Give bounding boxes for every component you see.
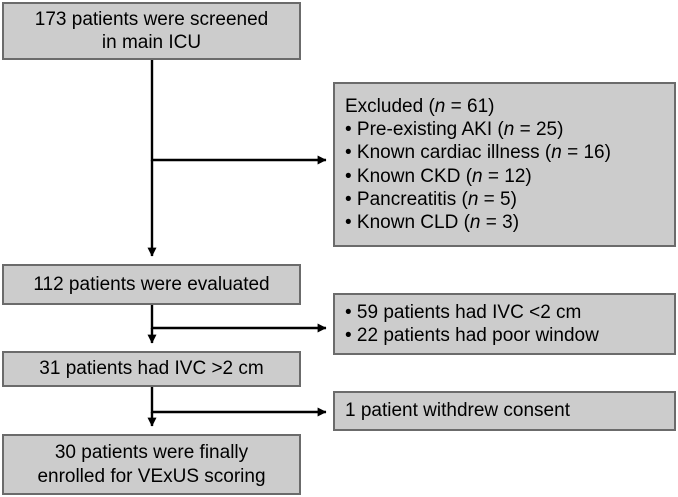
connector-screened-to-excluded [150,60,327,165]
node-excluded-secondary-line-2: • 22 patients had poor window [345,325,599,346]
node-excluded-item-3: • Known CKD (n = 12) [345,165,532,188]
node-evaluated: 112 patients were evaluated [2,264,301,305]
connector-evaluated-to-excluded2 [150,305,327,333]
node-excluded-item-4-pre: • Pancreatitis ( [345,188,468,210]
node-excluded-item-2-pre: • Known cardiac illness ( [345,142,552,164]
node-excluded-item-4-n: n [467,188,479,210]
node-excluded-item-4-post: = 5) [478,188,517,210]
node-excluded-secondary: • 59 patients had IVC <2 cm • 22 patient… [333,293,676,355]
node-excluded-item-2-n: n [551,142,562,164]
node-excluded-item-5-pre: • Known CLD ( [345,211,470,233]
node-excluded-item-5-n: n [469,211,481,233]
node-enrolled-line-2: enrolled for VExUS scoring [37,465,266,487]
connector-ivc-to-withdrew [150,387,327,417]
node-excluded-item-5: • Known CLD (n = 3) [345,211,519,234]
node-screened: 173 patients were screened in main ICU [2,2,301,60]
node-excluded-item-3-n: n [472,165,483,187]
node-withdrew-consent: 1 patient withdrew consent [333,391,676,431]
node-excluded-item-1: • Pre-existing AKI (n = 25) [345,118,563,141]
node-excluded-item-5-post: = 3) [480,211,520,233]
node-excluded-item-2-post: = 16) [561,142,611,164]
node-excluded-item-2: • Known cardiac illness (n = 16) [345,141,611,164]
node-evaluated-line-1: 112 patients were evaluated [33,273,270,295]
node-excluded-heading: Excluded (n = 61) [345,95,494,118]
node-excluded-item-4: • Pancreatitis (n = 5) [345,188,517,211]
node-screened-line-2: in main ICU [101,32,202,53]
node-excluded-item-3-pre: • Known CKD ( [345,165,473,187]
node-withdrew-consent-line-1: 1 patient withdrew consent [345,400,570,422]
node-excluded-heading-pre: Excluded ( [345,95,435,117]
node-ivc-dilated-line-1: 31 patients had IVC >2 cm [39,358,264,380]
node-excluded-item-1-pre: • Pre-existing AKI ( [345,119,504,141]
node-excluded-heading-post: = 61) [445,95,495,117]
node-enrolled-line-1: 30 patients were finally [54,442,249,464]
node-excluded-secondary-line-1: • 59 patients had IVC <2 cm [345,301,582,323]
node-excluded-item-1-post: = 25) [514,119,564,141]
node-excluded-item-3-post: = 12) [482,165,532,187]
node-screened-line-1: 173 patients were screened [34,8,269,30]
node-excluded-item-1-n: n [503,119,515,141]
node-enrolled: 30 patients were finally enrolled for VE… [2,434,301,495]
node-ivc-dilated: 31 patients had IVC >2 cm [2,351,301,387]
node-excluded: Excluded (n = 61) • Pre-existing AKI (n … [333,82,676,247]
node-excluded-heading-n: n [434,95,446,117]
